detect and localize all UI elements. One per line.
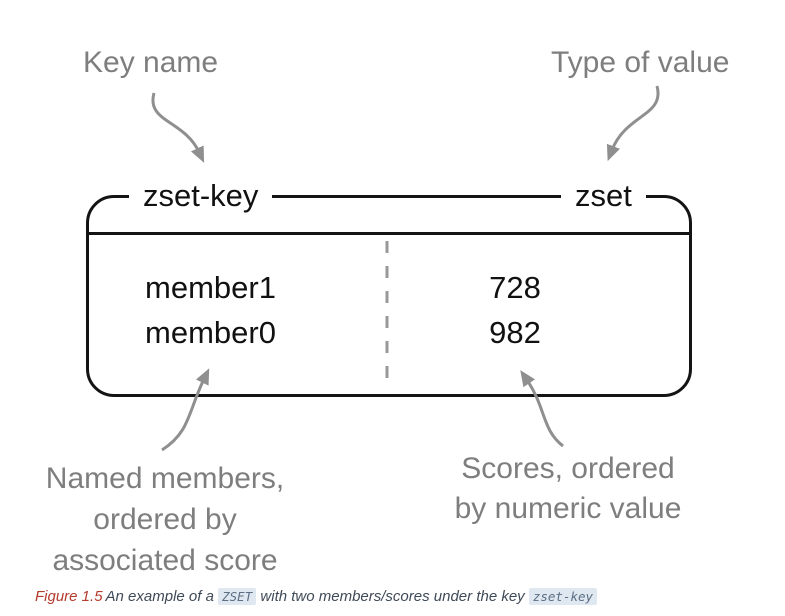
key-name-label: Key name [83,46,219,79]
caption-text-1: An example of a [105,588,219,605]
zset-box [86,195,692,397]
figure-number: Figure 1.5 [35,588,103,605]
members-note-line1: Named members, [45,462,285,495]
type-of-value-label: Type of value [551,46,730,79]
zset-key-name: zset-key [129,178,273,214]
caption-text-2: with two members/scores under the key [256,588,529,605]
scores-note-line1: Scores, ordered [461,452,675,485]
score-row-2: 982 [489,315,541,350]
member-row-2: member0 [145,315,276,350]
zset-type-name: zset [561,178,646,214]
members-note: Named members, ordered by associated sco… [20,458,310,581]
members-note-line2: ordered by [93,503,237,536]
type-of-value-arrow [606,85,660,162]
score-row-1: 728 [489,270,541,305]
header-divider-line [89,232,689,235]
members-note-line3: associated score [52,544,278,577]
caption-code-zset-key: zset-key [528,588,598,605]
member-row-1: member1 [145,270,276,305]
scores-note-line2: by numeric value [454,492,682,525]
key-name-arrow [151,92,205,163]
caption-code-zset: ZSET [218,588,257,605]
scores-note: Scores, ordered by numeric value [428,449,708,529]
